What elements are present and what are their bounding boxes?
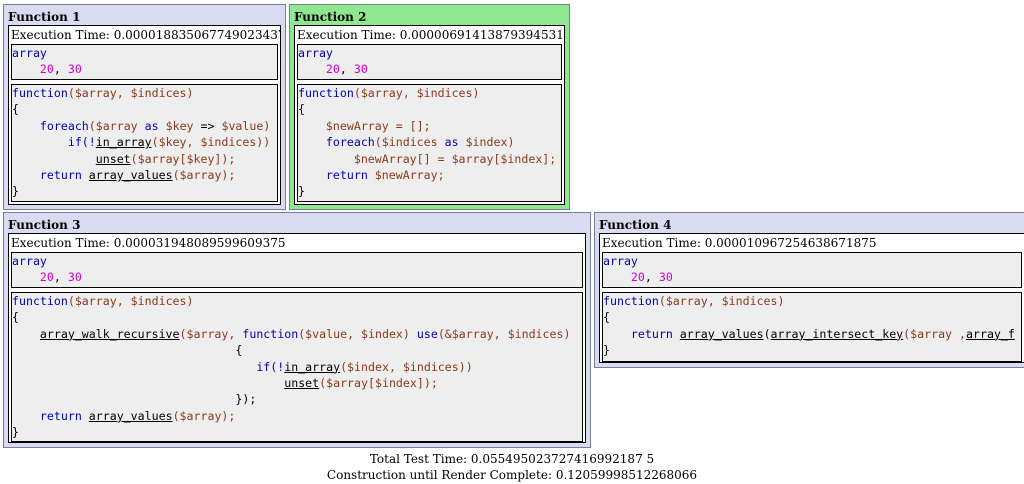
function-4-panel: Function 4 Execution Time: 0.00001096725… <box>594 212 1024 368</box>
function-2-result: array 20, 30 <box>297 44 562 80</box>
function-4-body: Execution Time: 0.000010967254638671875 … <box>599 233 1024 363</box>
function-3-title: Function 3 <box>8 218 81 232</box>
function-2-body: Execution Time: 0.0000069141387939453125… <box>294 25 565 205</box>
function-4-code: function($array, $indices) { return arra… <box>602 292 1022 362</box>
function-3-panel: Function 3 Execution Time: 0.00003194808… <box>3 212 591 448</box>
function-1-code: function($array, $indices) { foreach($ar… <box>11 84 278 202</box>
function-1-result: array 20, 30 <box>11 44 278 80</box>
function-4-result: array 20, 30 <box>602 252 1022 288</box>
function-1-exec-time: Execution Time: 0.000018835067749023437 … <box>11 28 281 42</box>
function-2-title: Function 2 <box>294 10 367 24</box>
function-3-exec-time: Execution Time: 0.000031948089599609375 <box>11 236 286 250</box>
render-complete-time: Construction until Render Complete: 0.12… <box>326 468 698 482</box>
function-4-title: Function 4 <box>599 218 672 232</box>
function-1-body: Execution Time: 0.000018835067749023437 … <box>8 25 281 205</box>
function-1-panel: Function 1 Execution Time: 0.00001883506… <box>3 4 286 210</box>
function-2-exec-time: Execution Time: 0.0000069141387939453125 <box>297 28 565 42</box>
total-test-time: Total Test Time: 0.055495023727416992187… <box>369 452 655 466</box>
function-2-panel: Function 2 Execution Time: 0.00000691413… <box>289 4 570 210</box>
function-3-body: Execution Time: 0.000031948089599609375 … <box>8 233 586 443</box>
function-3-code: function($array, $indices) { array_walk_… <box>11 292 583 442</box>
function-2-code: function($array, $indices) { $newArray =… <box>297 84 562 202</box>
function-4-exec-time: Execution Time: 0.000010967254638671875 <box>602 236 877 250</box>
function-1-title: Function 1 <box>8 10 81 24</box>
function-3-result: array 20, 30 <box>11 252 583 288</box>
